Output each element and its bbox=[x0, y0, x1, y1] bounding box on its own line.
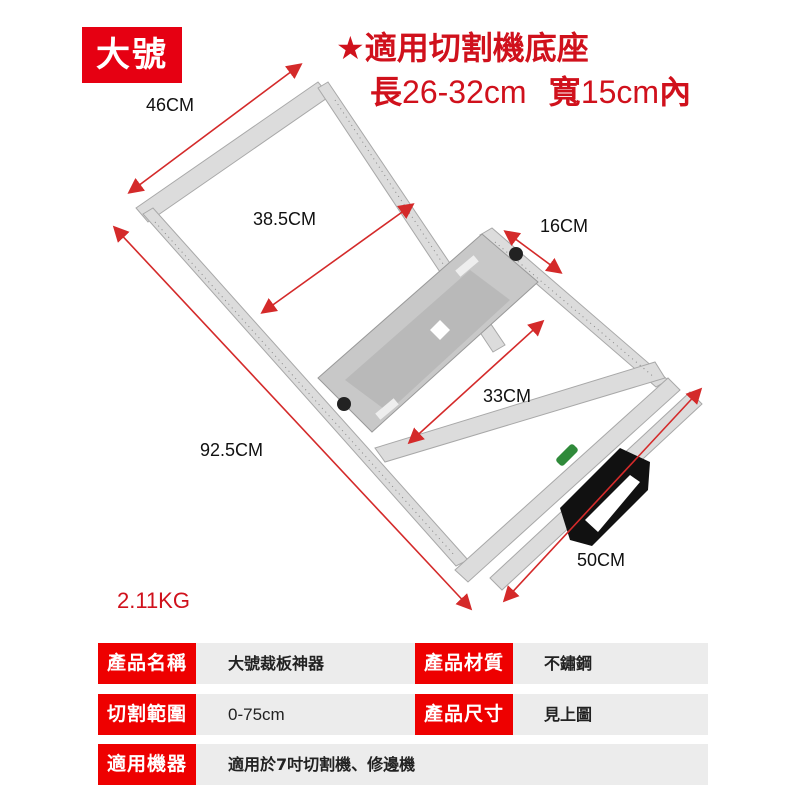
spec-label-material: 產品材質 bbox=[415, 643, 513, 684]
dim-base-plate: 16CM bbox=[540, 216, 589, 236]
spec-value-material: 不鏽鋼 bbox=[544, 654, 593, 673]
base-size-headline: 長26-32cm 寬15cm內 bbox=[370, 72, 691, 112]
spec-row-2: 切割範圍 0-75cm 產品尺寸 見上圖 bbox=[98, 694, 708, 735]
dim-inner-width: 38.5CM bbox=[253, 209, 317, 229]
dimension-arrows bbox=[112, 63, 703, 611]
star-icon: ★ bbox=[336, 29, 365, 67]
spec-row-1: 產品名稱 大號裁板神器 產品材質 不鏽鋼 bbox=[98, 643, 708, 684]
spec-value-compatible-machines: 適用於7吋切割機、修邊機 bbox=[228, 755, 416, 774]
product-weight: 2.11KG bbox=[117, 588, 190, 613]
spec-label-cut-range: 切割範圍 bbox=[98, 694, 196, 735]
length-value: 26-32cm bbox=[402, 74, 527, 110]
dim-base-length: 33CM bbox=[483, 386, 532, 406]
length-label: 長 bbox=[370, 73, 403, 111]
size-badge: 大號 bbox=[82, 27, 182, 83]
within-suffix: 內 bbox=[659, 73, 692, 111]
headline-text: 適用切割機底座 bbox=[364, 29, 589, 67]
spec-value-cut-range: 0-75cm bbox=[228, 705, 285, 724]
spec-value-size: 見上圖 bbox=[544, 705, 593, 724]
dim-guide-bar: 50CM bbox=[577, 550, 626, 570]
spec-label-product-name: 產品名稱 bbox=[98, 643, 196, 684]
spec-label-size: 產品尺寸 bbox=[415, 694, 513, 735]
width-label: 寬 bbox=[548, 73, 581, 111]
spec-value-product-name: 大號裁板神器 bbox=[228, 654, 325, 673]
width-value: 15cm bbox=[580, 74, 660, 110]
dim-total-length: 92.5CM bbox=[200, 440, 264, 460]
spec-row-3: 適用機器 適用於7吋切割機、修邊機 bbox=[98, 744, 708, 785]
spec-label-compatible-machines: 適用機器 bbox=[98, 744, 196, 785]
compatibility-headline: ★適用切割機底座 bbox=[336, 28, 589, 68]
dim-top-bar: 46CM bbox=[146, 95, 195, 115]
